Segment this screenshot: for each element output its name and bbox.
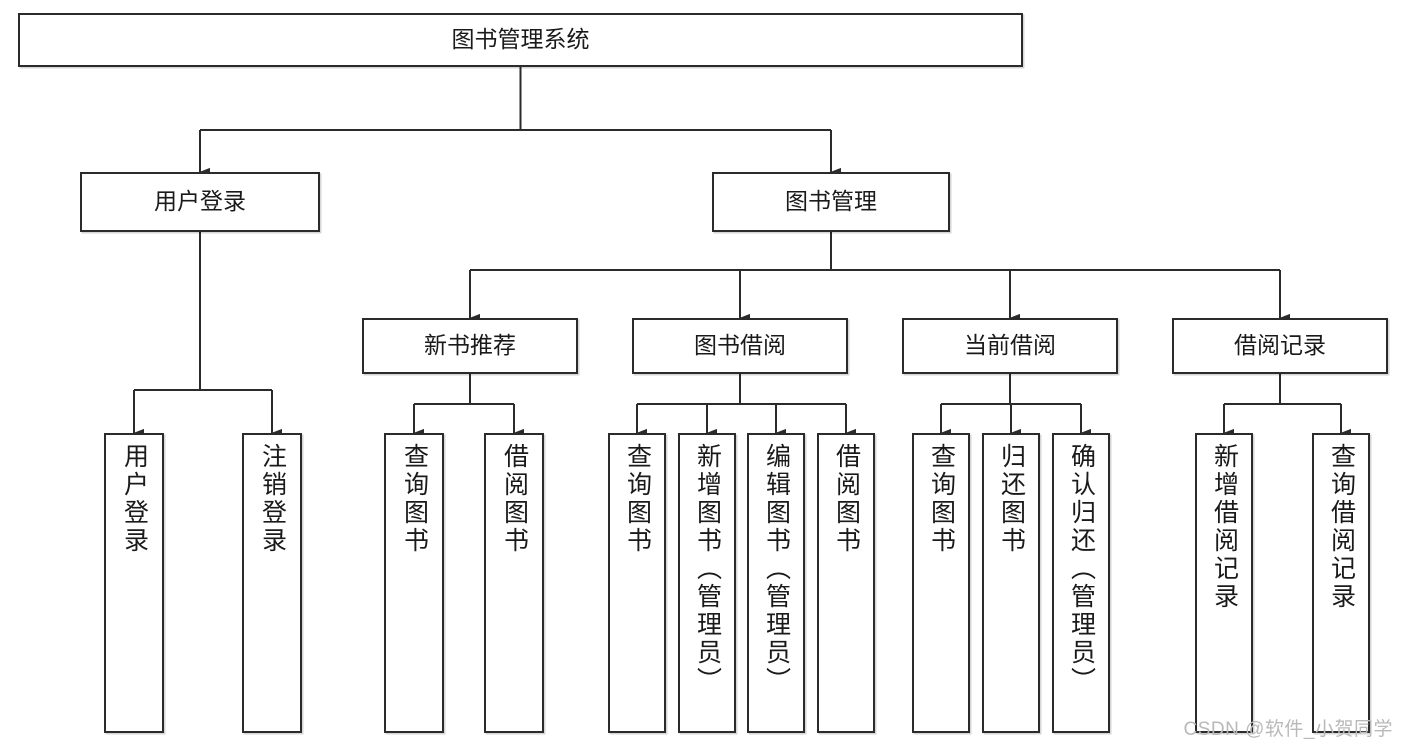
node-leaf-logout-label: 注销登录: [258, 443, 287, 555]
node-borrow-record-label: 借阅记录: [1234, 332, 1326, 359]
node-leaf-query-borrow-record-label: 查询借阅记录: [1327, 443, 1356, 611]
node-leaf-borrow-book-2-label: 借阅图书: [832, 443, 861, 555]
node-leaf-user-login-label: 用户登录: [120, 443, 149, 555]
node-leaf-borrow-book-1[interactable]: 借阅图书: [484, 433, 544, 733]
node-root-label: 图书管理系统: [451, 26, 590, 53]
node-leaf-user-login[interactable]: 用户登录: [104, 433, 164, 733]
node-leaf-query-book-2[interactable]: 查询图书: [608, 433, 666, 733]
watermark-text: CSDN @软件_小贺同学: [1183, 719, 1393, 740]
node-leaf-query-book-1-label: 查询图书: [400, 443, 429, 555]
node-leaf-add-borrow-record[interactable]: 新增借阅记录: [1195, 433, 1253, 733]
node-root[interactable]: 图书管理系统: [18, 13, 1023, 67]
node-leaf-confirm-return-admin-label: 确认归还（管理员）: [1067, 443, 1096, 695]
node-leaf-query-borrow-record[interactable]: 查询借阅记录: [1312, 433, 1370, 733]
node-current-borrow-label: 当前借阅: [964, 332, 1056, 359]
node-new-book-recommend[interactable]: 新书推荐: [362, 318, 578, 374]
node-leaf-add-book-admin-label: 新增图书（管理员）: [693, 443, 722, 695]
node-user-login-label: 用户登录: [154, 188, 246, 215]
node-book-borrow-label: 图书借阅: [694, 332, 786, 359]
node-leaf-query-book-3[interactable]: 查询图书: [912, 433, 970, 733]
node-book-borrow[interactable]: 图书借阅: [632, 318, 848, 374]
node-leaf-return-book-label: 归还图书: [997, 443, 1026, 555]
node-leaf-add-book-admin[interactable]: 新增图书（管理员）: [678, 433, 736, 733]
node-leaf-query-book-1[interactable]: 查询图书: [384, 433, 444, 733]
node-book-manage[interactable]: 图书管理: [712, 172, 950, 232]
node-leaf-edit-book-admin-label: 编辑图书（管理员）: [762, 443, 791, 695]
node-leaf-query-book-3-label: 查询图书: [927, 443, 956, 555]
node-borrow-record[interactable]: 借阅记录: [1172, 318, 1388, 374]
node-leaf-borrow-book-2[interactable]: 借阅图书: [817, 433, 875, 733]
node-new-book-recommend-label: 新书推荐: [424, 332, 516, 359]
node-leaf-return-book[interactable]: 归还图书: [982, 433, 1040, 733]
node-book-manage-label: 图书管理: [785, 188, 877, 215]
node-user-login[interactable]: 用户登录: [80, 172, 320, 232]
node-leaf-add-borrow-record-label: 新增借阅记录: [1210, 443, 1239, 611]
node-leaf-confirm-return-admin[interactable]: 确认归还（管理员）: [1052, 433, 1110, 733]
node-leaf-logout[interactable]: 注销登录: [242, 433, 302, 733]
node-leaf-edit-book-admin[interactable]: 编辑图书（管理员）: [747, 433, 805, 733]
node-current-borrow[interactable]: 当前借阅: [902, 318, 1118, 374]
node-leaf-borrow-book-1-label: 借阅图书: [500, 443, 529, 555]
node-leaf-query-book-2-label: 查询图书: [623, 443, 652, 555]
